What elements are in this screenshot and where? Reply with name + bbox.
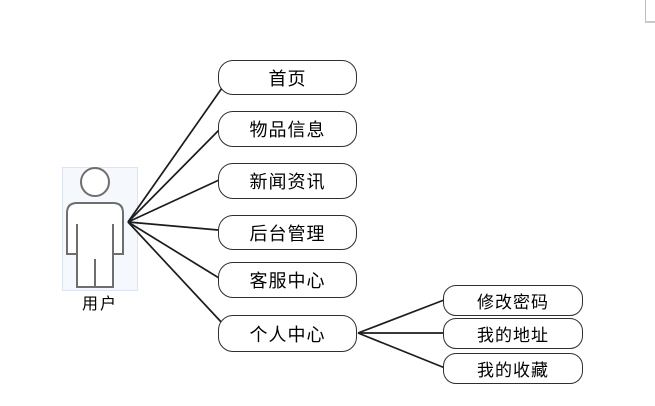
usecase-node-change-password[interactable]: 修改密码 — [443, 285, 583, 316]
usecase-node-my-address[interactable]: 我的地址 — [443, 318, 583, 349]
usecase-node-personal-center[interactable]: 个人中心 — [218, 315, 357, 352]
usecase-node-item-info[interactable]: 物品信息 — [218, 111, 357, 147]
actor-head — [80, 167, 110, 197]
edge-user-item-info — [127, 128, 221, 223]
usecase-node-my-favorites[interactable]: 我的收藏 — [443, 353, 583, 384]
actor-figure[interactable] — [66, 167, 124, 288]
usecase-node-admin[interactable]: 后台管理 — [218, 215, 357, 250]
edge-user-home — [127, 87, 223, 223]
edge-personal-my-favorites — [357, 332, 446, 369]
actor-label: 用户 — [81, 294, 118, 313]
actor-body — [66, 202, 124, 288]
table-border-corner-artifact — [645, 0, 655, 23]
edge-personal-change-password — [357, 299, 445, 334]
edge-group — [127, 87, 446, 369]
usecase-node-news[interactable]: 新闻资讯 — [218, 163, 357, 199]
usecase-node-service-center[interactable]: 客服中心 — [218, 262, 357, 298]
edge-user-service-center — [127, 221, 220, 279]
edge-user-news — [127, 179, 220, 223]
edge-user-personal-center — [127, 221, 224, 325]
usecase-node-home[interactable]: 首页 — [218, 60, 357, 95]
edge-user-admin — [127, 221, 219, 231]
